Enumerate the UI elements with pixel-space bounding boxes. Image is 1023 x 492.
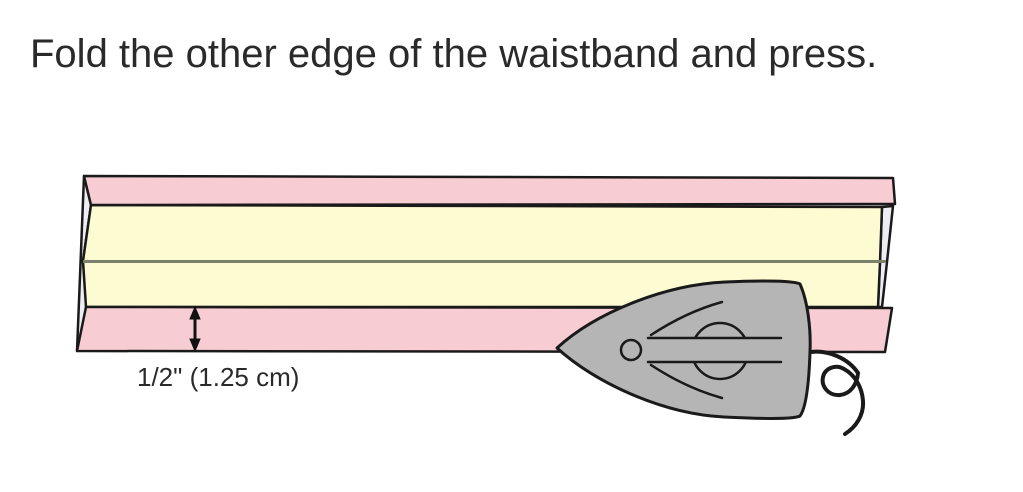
measurement-arrow-head-up [189, 305, 201, 320]
iron-icon [555, 279, 866, 436]
measurement-arrow-head-down [189, 338, 201, 353]
iron-cord [809, 349, 866, 436]
iron-detail-curve-bottom [649, 363, 724, 400]
measurement-arrow [189, 305, 201, 353]
instruction-title: Fold the other edge of the waistband and… [30, 32, 878, 76]
iron-detail-curve-top [649, 300, 724, 337]
iron-handle-bar [648, 338, 781, 362]
measurement-label: 1/2" (1.25 cm) [137, 362, 299, 392]
iron-tip-hole [619, 338, 643, 362]
waistband-top-fold [82, 174, 897, 207]
